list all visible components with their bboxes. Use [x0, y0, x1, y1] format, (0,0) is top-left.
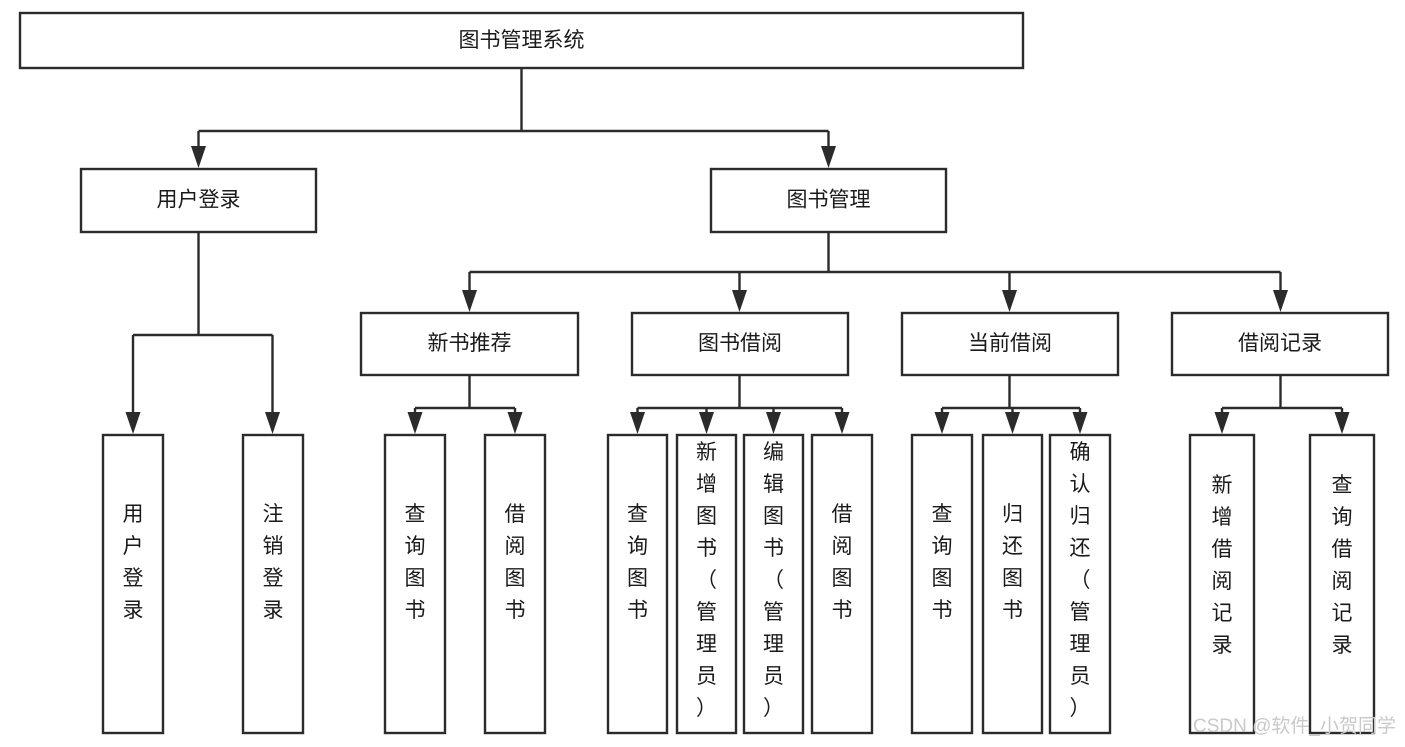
leaf-node-query-book-2[interactable]: 查询图书	[606, 433, 669, 735]
node-borrow-record[interactable]: 借阅记录	[1170, 311, 1390, 377]
leaf-node-edit-book[interactable]: 编辑图书（管理员）	[742, 433, 805, 735]
arrow-icon	[1005, 412, 1020, 434]
leaf-return-book-box[interactable]	[981, 433, 1044, 735]
connector-borrowrecord-to-leaves	[1214, 375, 1350, 434]
connector-bookmanage-to-level3	[462, 232, 1288, 312]
node-new-book-recommend[interactable]: 新书推荐	[359, 311, 580, 377]
node-current-borrow-label: 当前借阅	[968, 332, 1052, 355]
connector-newbook-to-leaves	[407, 375, 523, 434]
leaf-query-book-2-box[interactable]	[606, 433, 669, 735]
arrow-icon	[265, 412, 280, 434]
arrow-icon	[125, 412, 141, 434]
leaf-node-borrow-book-2[interactable]: 借阅图书	[810, 433, 874, 735]
leaf-query-record-label: 查询借阅记录	[1332, 474, 1353, 657]
leaf-node-return-book[interactable]: 归还图书	[981, 433, 1044, 735]
leaf-borrow-book-1-box[interactable]	[483, 433, 547, 735]
arrow-icon	[1214, 412, 1230, 434]
leaf-node-borrow-book-1[interactable]: 借阅图书	[483, 433, 547, 735]
arrow-icon	[462, 290, 477, 312]
node-user-login[interactable]: 用户登录	[79, 167, 318, 234]
node-user-login-label: 用户登录	[157, 189, 241, 212]
arrow-icon	[821, 146, 836, 168]
arrow-icon	[1072, 412, 1088, 434]
leaf-edit-book-box[interactable]	[742, 433, 805, 735]
arrow-icon	[630, 412, 645, 434]
node-new-book-recommend-label: 新书推荐	[428, 332, 512, 355]
leaf-return-book-label: 归还图书	[1002, 503, 1023, 622]
node-root[interactable]: 图书管理系统	[18, 11, 1025, 70]
leaf-add-book-box[interactable]	[675, 433, 738, 735]
leaf-node-query-book-1[interactable]: 查询图书	[383, 433, 447, 735]
leaf-logout-login-label: 注销登录	[263, 503, 284, 622]
arrow-icon	[507, 412, 523, 434]
node-current-borrow-box[interactable]	[900, 311, 1120, 377]
arrow-icon	[407, 412, 423, 434]
arrow-icon	[1002, 290, 1017, 312]
arrow-icon	[1334, 412, 1350, 434]
node-book-borrow-label: 图书借阅	[698, 332, 782, 355]
leaf-borrow-book-2-box[interactable]	[810, 433, 874, 735]
leaf-user-login-box[interactable]	[101, 433, 165, 735]
leaf-add-record-box[interactable]	[1188, 433, 1256, 735]
node-current-borrow[interactable]: 当前借阅	[900, 311, 1120, 377]
leaf-confirm-return-box[interactable]	[1048, 433, 1112, 735]
node-book-borrow[interactable]: 图书借阅	[630, 311, 850, 377]
leaf-query-book-1-box[interactable]	[383, 433, 447, 735]
node-book-borrow-box[interactable]	[630, 311, 850, 377]
leaf-query-book-2-label: 查询图书	[627, 503, 648, 622]
connector-currentborrow-to-leaves	[934, 375, 1088, 434]
node-user-login-box[interactable]	[79, 167, 318, 234]
arrow-icon	[834, 412, 850, 434]
arrow-icon	[699, 412, 714, 434]
connector-bookborrow-to-leaves	[630, 375, 850, 434]
node-new-book-recommend-box[interactable]	[359, 311, 580, 377]
leaf-borrow-book-1-label: 借阅图书	[505, 503, 526, 622]
leaf-query-book-3-label: 查询图书	[932, 503, 953, 622]
leaf-node-confirm-return[interactable]: 确认归还（管理员）	[1048, 433, 1112, 735]
node-book-manage-label: 图书管理	[787, 189, 871, 212]
leaf-node-query-book-3[interactable]: 查询图书	[910, 433, 974, 735]
leaf-query-book-3-box[interactable]	[910, 433, 974, 735]
node-root-label: 图书管理系统	[459, 29, 585, 52]
leaf-add-book-label: 新增图书（管理员）	[696, 441, 717, 720]
leaf-node-user-login[interactable]: 用户登录	[101, 433, 165, 735]
leaf-node-logout-login[interactable]: 注销登录	[241, 433, 305, 735]
node-root-box[interactable]	[18, 11, 1025, 70]
arrow-icon	[766, 412, 781, 434]
node-book-manage-box[interactable]	[709, 167, 948, 234]
leaf-user-login-label: 用户登录	[123, 503, 144, 622]
arrow-icon	[934, 412, 950, 434]
leaf-node-query-record[interactable]: 查询借阅记录	[1308, 433, 1376, 735]
arrow-icon	[191, 146, 206, 168]
leaf-borrow-book-2-label: 借阅图书	[832, 503, 853, 622]
leaf-logout-login-box[interactable]	[241, 433, 305, 735]
arrow-icon	[732, 290, 747, 312]
leaf-node-add-record[interactable]: 新增借阅记录	[1188, 433, 1256, 735]
leaf-confirm-return-label: 确认归还（管理员）	[1070, 441, 1091, 720]
leaf-add-record-label: 新增借阅记录	[1212, 474, 1233, 657]
node-borrow-record-box[interactable]	[1170, 311, 1390, 377]
leaf-query-record-box[interactable]	[1308, 433, 1376, 735]
csdn-watermark: CSDN @软件_小贺同学	[1193, 715, 1396, 737]
node-borrow-record-label: 借阅记录	[1238, 332, 1322, 355]
connector-userlogin-to-leaves	[125, 232, 280, 434]
arrow-icon	[1273, 290, 1288, 312]
node-book-manage[interactable]: 图书管理	[709, 167, 948, 234]
leaf-edit-book-label: 编辑图书（管理员）	[763, 441, 784, 720]
leaf-node-add-book[interactable]: 新增图书（管理员）	[675, 433, 738, 735]
leaf-query-book-1-label: 查询图书	[405, 503, 426, 622]
connector-root-to-level2	[191, 68, 836, 168]
